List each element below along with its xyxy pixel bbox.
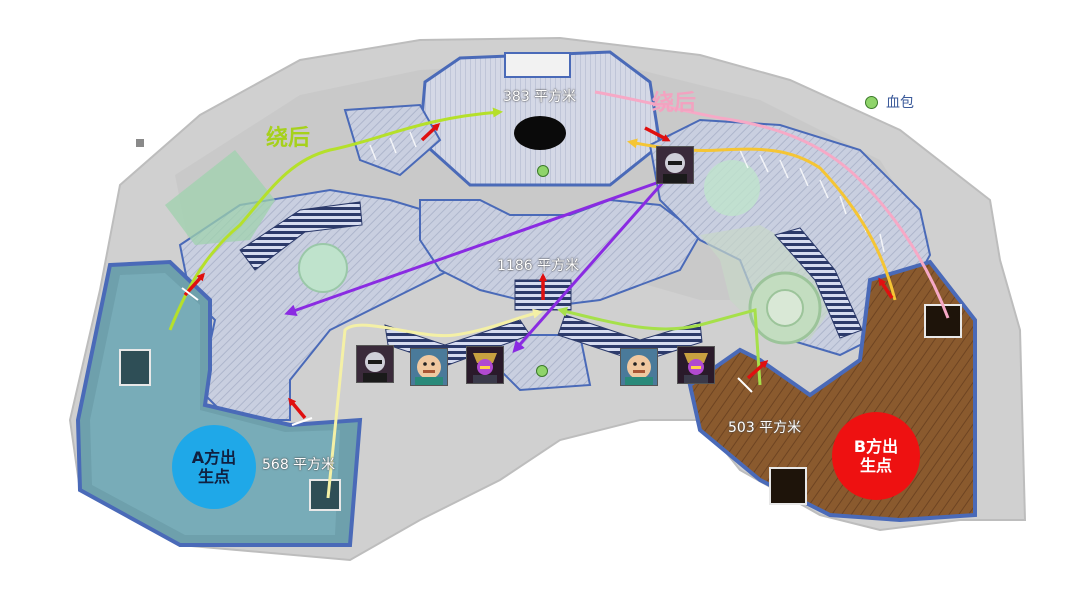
door-arrow-icon [746,360,769,380]
b-spawn-label-line2: 生点 [859,456,892,475]
route-purple-to-left [284,178,666,316]
route-purple-to-center [512,179,667,353]
route-right-flank-pink [594,90,950,319]
flank-label-left: 绕后 [266,126,311,151]
b-spawn-marker: B方出 生点 [832,412,920,500]
legend: 血包 [865,92,914,112]
flank-label-right: 绕后 [652,91,697,116]
a-spawn-label-line1: A方出 [191,448,237,467]
hero-rogue-icon [466,346,504,384]
health-pack-legend-icon [865,95,878,109]
hero-roadhog-icon [620,348,658,386]
health-pack-icon [537,165,549,177]
route-green [557,306,762,386]
health-pack-icon [536,365,548,377]
area-label-a-side: 568 平方米 [262,457,336,473]
door-arrow-icon [420,122,441,142]
area-label-b-side: 503 平方米 [728,420,802,436]
top-room-pit [514,116,566,150]
a-spawn-label-line2: 生点 [197,467,230,486]
route-left-flank [168,107,503,331]
hero-reaper-icon [356,345,394,383]
center-floor [419,198,702,307]
b-spawn-label-line1: B方出 [853,437,899,456]
a-spawn-marker: A方出 生点 [172,425,256,509]
area-label-center: 1186 平方米 [497,258,580,274]
hero-roadhog-icon [410,348,448,386]
door-arrow-icon [878,277,894,299]
route-cream [326,308,543,499]
hero-rogue-icon [677,346,715,384]
area-label-top: 383 平方米 [503,89,577,105]
legend-health-pack-label: 血包 [886,95,914,111]
door-arrow-icon [288,397,307,420]
door-arrow-icon [644,126,671,142]
hero-reaper-icon [656,146,694,184]
